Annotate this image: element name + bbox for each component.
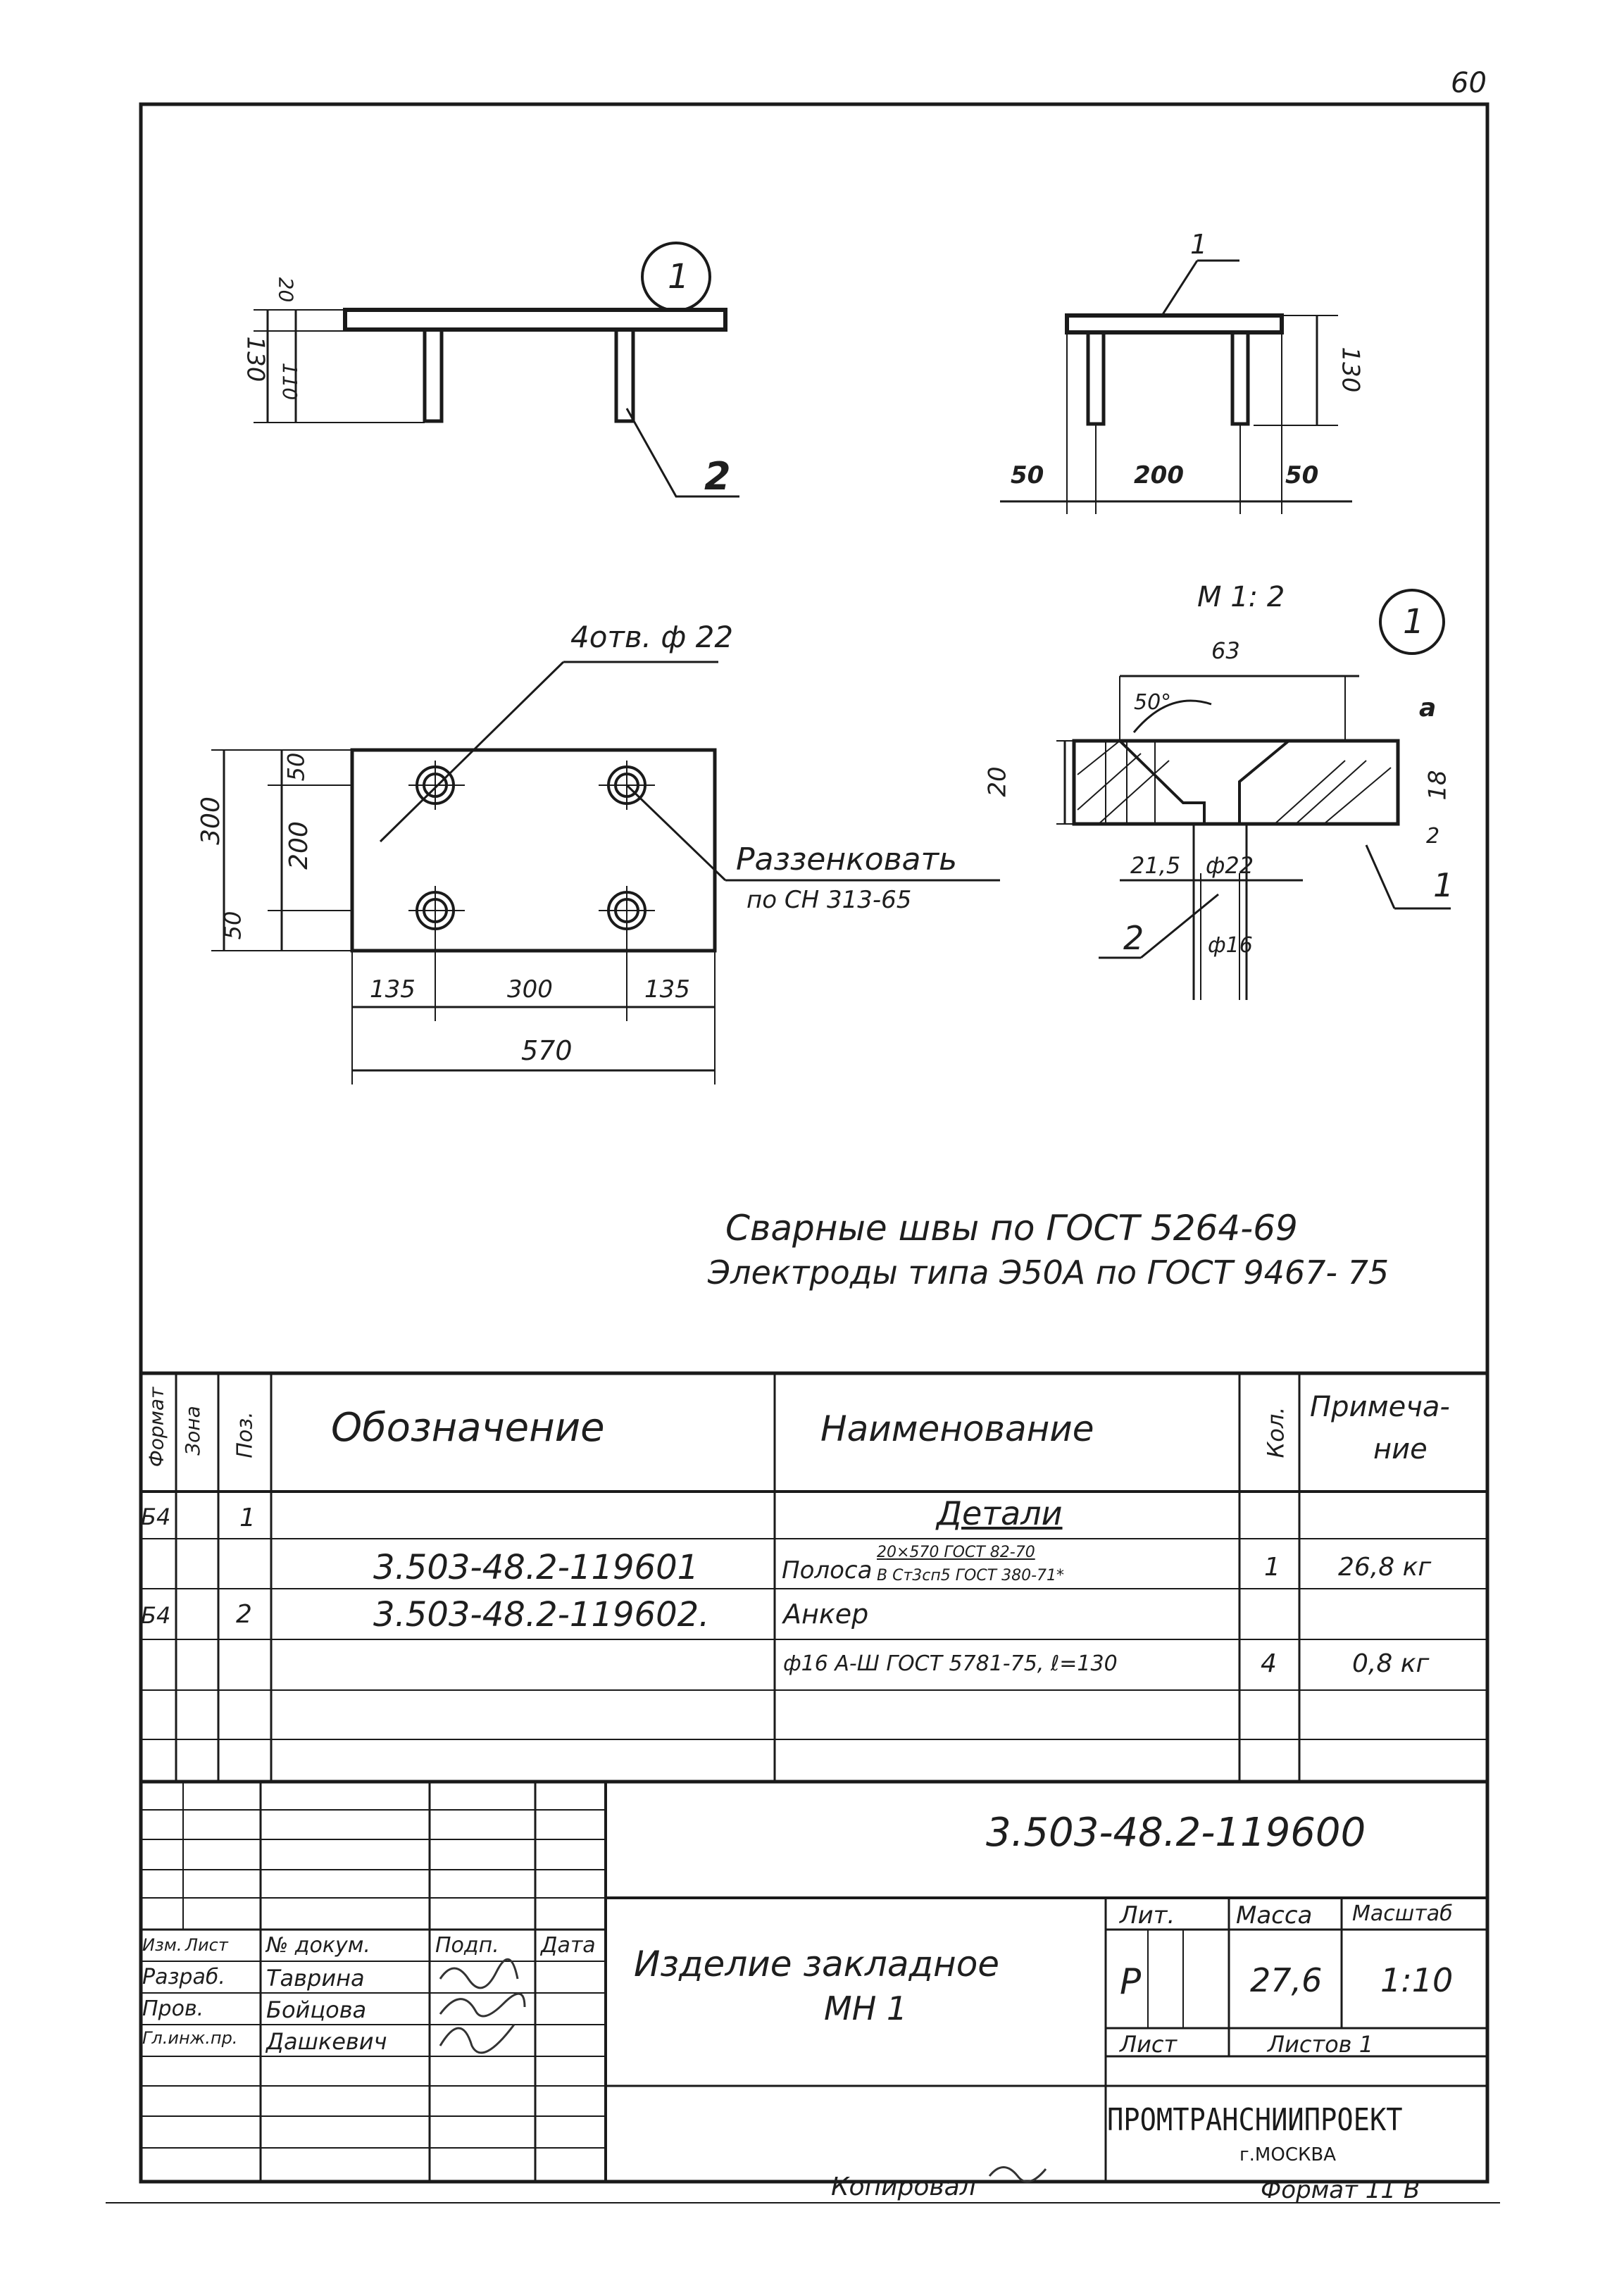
detail-callout-2: 2: [1123, 919, 1144, 957]
row1-name: Детали: [937, 1494, 1063, 1532]
plan-dim-200-vert: 200: [284, 821, 313, 870]
title-block-lines: [141, 1780, 1487, 2182]
countersink-note-2: по СН 313-65: [747, 886, 912, 914]
detail-callout-1: 1: [668, 257, 689, 296]
note-electrodes: Электроды типа Э50А по ГОСТ 9467- 75: [708, 1254, 1389, 1292]
detail-dim-20: 20: [983, 766, 1012, 797]
hdr-pos: Поз.: [232, 1411, 258, 1458]
role-checker: Пров.: [142, 1996, 204, 2021]
end-dim-50-left: 50: [1011, 461, 1044, 489]
rev-hdr-izm: Изм.: [142, 1935, 182, 1955]
detail-dim-63: 63: [1211, 637, 1240, 664]
plan-dim-300-vert: 300: [196, 796, 225, 845]
plan-dim-135-right: 135: [644, 975, 690, 1004]
sheets-label: Листов 1: [1268, 2031, 1374, 2058]
hdr-format: Формат: [144, 1387, 168, 1468]
detail-callout-1-pos: 1: [1433, 866, 1454, 904]
scale-label: Масштаб: [1352, 1901, 1453, 1926]
lit-value: Р: [1120, 1961, 1142, 2002]
org-name: ПРОМТРАНСНИИПРОЕКТ: [1107, 2102, 1403, 2138]
end-view: [1000, 259, 1352, 514]
row2-note: 26,8 кг: [1338, 1553, 1432, 1582]
page-number: 60: [1451, 67, 1487, 99]
mass-value: 27,6: [1250, 1961, 1323, 1999]
side-view: [254, 242, 739, 498]
sheet-frame: [106, 102, 1500, 2203]
hdr-zone: Зона: [180, 1406, 204, 1456]
hdr-note-1: Примеча-: [1310, 1391, 1450, 1423]
rev-hdr-list: Лист: [185, 1935, 228, 1955]
detail-dim-d22: ф22: [1206, 852, 1254, 879]
name-checker: Бойцова: [266, 1996, 367, 2023]
hdr-note-2: ние: [1373, 1433, 1428, 1465]
role-developer: Разраб.: [142, 1965, 225, 1989]
row3-pos: 2: [236, 1600, 252, 1629]
detail-callout-circle-1: 1: [1403, 602, 1425, 642]
name-developer: Таврина: [266, 1965, 365, 1992]
hdr-name: Наименование: [820, 1408, 1094, 1449]
row3-name: Анкер: [783, 1599, 869, 1630]
title-line-2: МН 1: [824, 1989, 908, 2027]
note-welds: Сварные швы по ГОСТ 5264-69: [725, 1208, 1298, 1249]
row2-name-frac-top: 20×570 ГОСТ 82-70: [877, 1544, 1035, 1561]
scale-value: 1:10: [1380, 1961, 1454, 1999]
row3-designation: 3.503-48.2-119602.: [373, 1595, 710, 1634]
sheet-label: Лист: [1120, 2031, 1178, 2058]
row4-note: 0,8 кг: [1352, 1649, 1430, 1678]
row1-pos: 1: [239, 1504, 256, 1532]
end-dim-200: 200: [1134, 461, 1184, 489]
row2-qty: 1: [1264, 1553, 1280, 1582]
mass-label: Масса: [1236, 1901, 1313, 1930]
detail-dim-d16: ф16: [1208, 933, 1253, 958]
detail-scale: М 1: 2: [1197, 581, 1285, 613]
row4-qty: 4: [1261, 1649, 1277, 1678]
row3-format: Б4: [141, 1602, 171, 1629]
detail-dim-18: 18: [1423, 770, 1452, 801]
pos-callout-2-top: 2: [704, 454, 731, 499]
plan-view: [211, 661, 1000, 1084]
hdr-qty: Кол.: [1262, 1406, 1289, 1458]
detail-view: [1056, 589, 1451, 1000]
side-dim-130: 130: [241, 336, 270, 382]
signatures: [439, 1958, 1047, 2183]
plan-dim-300-horiz: 300: [507, 975, 553, 1004]
copied-by: Копировал: [831, 2173, 976, 2201]
end-dim-50-right: 50: [1285, 461, 1319, 489]
side-dim-110: 110: [278, 362, 302, 401]
end-pos-callout-1: 1: [1190, 229, 1208, 260]
spec-table-lines: [141, 1371, 1487, 1782]
side-dim-20: 20: [274, 277, 298, 303]
countersink-note-1: Раззенковать: [736, 842, 958, 877]
name-chief-engineer: Дашкевич: [266, 2028, 387, 2055]
detail-dim-50deg: 50°: [1134, 690, 1172, 715]
detail-dim-2: 2: [1426, 824, 1440, 849]
row2-designation: 3.503-48.2-119601: [373, 1548, 699, 1587]
plan-dim-135-left: 135: [370, 975, 416, 1004]
plan-dim-50-top: 50: [282, 752, 310, 782]
row1-format: Б4: [141, 1504, 171, 1530]
row4-name: ф16 А-Ш ГОСТ 5781-75, ℓ=130: [783, 1651, 1118, 1676]
row2-name-frac-bottom: В Ст3сп5 ГОСТ 380-71*: [877, 1567, 1065, 1584]
format-label: Формат 11 В: [1261, 2176, 1420, 2204]
title-line-1: Изделие закладное: [634, 1944, 1000, 1984]
hdr-designation: Обозначение: [331, 1405, 605, 1451]
rev-hdr-sign: Подп.: [435, 1933, 499, 1958]
role-chief-engineer: Гл.инж.пр.: [142, 2028, 238, 2048]
end-dim-130: 130: [1336, 346, 1365, 393]
detail-dim-a: а: [1419, 694, 1437, 723]
rev-hdr-date: Дата: [541, 1933, 596, 1958]
plan-dim-570: 570: [521, 1035, 573, 1066]
detail-dim-21-5: 21,5: [1130, 852, 1181, 879]
row2-name: Полоса: [782, 1556, 873, 1584]
holes-label: 4отв. ф 22: [570, 620, 734, 654]
org-city: г.МОСКВА: [1239, 2144, 1337, 2165]
lit-label: Лит.: [1120, 1901, 1175, 1930]
document-code: 3.503-48.2-119600: [986, 1810, 1366, 1856]
plan-dim-50-bottom: 50: [219, 911, 246, 940]
rev-hdr-doc: № докум.: [266, 1933, 370, 1958]
